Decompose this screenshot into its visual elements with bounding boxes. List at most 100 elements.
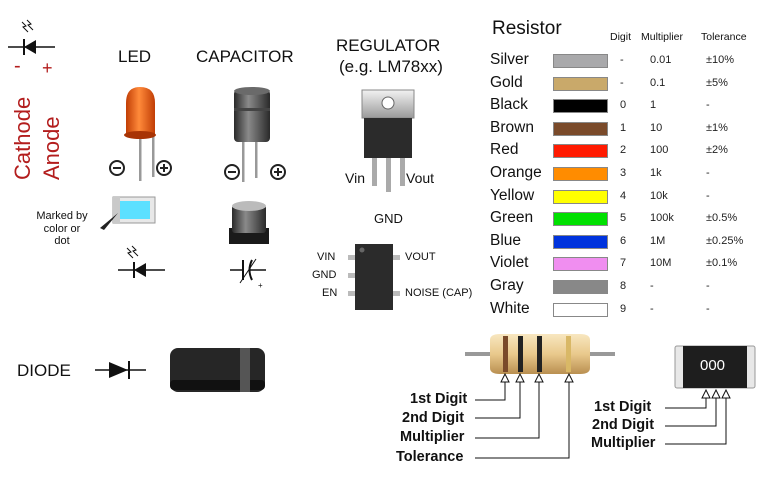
resistor-label-first-digit: 1st Digit [410,391,468,407]
smd-label-multiplier: Multiplier [591,435,656,451]
color-name: Red [490,141,519,159]
multiplier-value: 100k [650,212,674,225]
color-name: Silver [490,51,529,68]
color-name: Gold [490,73,523,91]
color-swatch [553,280,608,294]
header-tolerance: Tolerance [701,31,747,43]
color-swatch [553,54,608,68]
smd-pin-en: EN [322,287,338,299]
regulator-vout-label: Vout [406,170,435,186]
tolerance-value: ±1% [706,121,728,134]
regulator-smd [348,244,400,310]
digit-value: - [620,54,624,66]
tolerance-value: - [706,189,710,202]
digit-value: 8 [620,280,627,292]
tolerance-value: ±10% [706,54,735,66]
tolerance-value: - [706,302,710,315]
led-marked-note-line-1: Marked by [36,210,88,222]
color-name: Black [490,96,528,114]
smd-label-first-digit: 1st Digit [594,399,652,415]
regulator-to220 [361,89,415,192]
digit-value: 7 [620,257,627,270]
color-swatch [553,76,608,91]
smd-pin-gnd: GND [312,269,337,281]
multiplier-value: 0.1 [650,76,666,89]
digit-value: 3 [620,167,627,179]
resistor-smd [674,345,756,389]
tolerance-value: ±0.1% [706,257,738,270]
multiplier-value: 1M [650,234,666,247]
tolerance-value: - [706,280,710,292]
digit-value: 2 [620,144,627,157]
color-name: Orange [490,164,542,181]
color-swatch [553,121,608,136]
color-name: Blue [490,231,522,249]
multiplier-value: 10 [650,121,663,134]
digit-value: 0 [620,99,627,112]
smd-resistor-code: 000 [700,357,726,374]
multiplier-value: 0.01 [650,54,672,66]
color-swatch [553,144,608,159]
color-swatch [553,167,608,181]
tolerance-value: ±5% [706,76,728,89]
digit-value: 6 [620,234,627,247]
tolerance-value: - [706,167,710,179]
digit-value: - [620,76,624,89]
resistor-band-pointers [475,376,570,459]
regulator-gnd-label: GND [374,211,403,226]
tolerance-value: - [706,99,710,112]
led-marked-note: Marked by color or dot [27,210,97,248]
multiplier-value: 1k [650,167,662,179]
digit-value: 4 [620,189,627,202]
smd-pin-noise: NOISE (CAP) [405,287,473,299]
led-smd [100,196,156,230]
color-swatch [553,234,608,249]
multiplier-value: 100 [650,144,669,157]
diode-symbol [95,361,146,379]
digit-value: 9 [620,302,627,315]
anode-label: Anode [39,116,64,180]
color-name: Brown [490,118,534,136]
tolerance-value: ±0.5% [706,212,738,225]
resistor-through-hole [465,334,615,374]
multiplier-value: 1 [650,99,657,112]
color-swatch [553,302,608,317]
digit-value: 5 [620,212,627,225]
multiplier-value: 10M [650,257,672,270]
header-digit: Digit [610,31,632,43]
diode-title: DIODE [17,361,71,380]
led-through-hole [109,87,172,181]
color-name: White [490,299,530,317]
led-marked-note-line-2: color or [43,222,81,235]
capacitor-smd [229,201,269,244]
smd-label-second-digit: 2nd Digit [592,417,655,433]
smd-pin-vin: VIN [317,251,336,263]
color-swatch [553,189,608,204]
multiplier-value: - [650,302,654,315]
diode-smd-package [170,348,265,392]
regulator-vin-label: Vin [345,170,365,186]
color-swatch [553,257,608,272]
resistor-label-tolerance: Tolerance [396,449,464,465]
smd-resistor-arrows [701,388,731,399]
multiplier-value: 10k [650,189,668,202]
led-schematic-symbol [118,245,165,278]
capacitor-title: CAPACITOR [196,47,294,66]
minus-sign: - [14,55,21,77]
tolerance-value: ±2% [706,144,728,157]
color-name: Yellow [490,186,535,204]
color-name: Green [490,209,534,227]
cathode-label: Cathode [10,96,35,180]
led-title: LED [118,47,152,66]
plus-sign: + [42,58,53,78]
color-name: Gray [490,277,524,294]
color-swatch [553,99,608,114]
svg-text:+: + [258,281,263,290]
led-marked-note-line-3: dot [54,235,70,247]
color-name: Violet [490,254,529,272]
capacitor-schematic-symbol: + [230,258,266,290]
multiplier-value: - [650,280,654,292]
digit-value: 1 [620,121,627,134]
resistor-label-multiplier: Multiplier [400,429,465,445]
